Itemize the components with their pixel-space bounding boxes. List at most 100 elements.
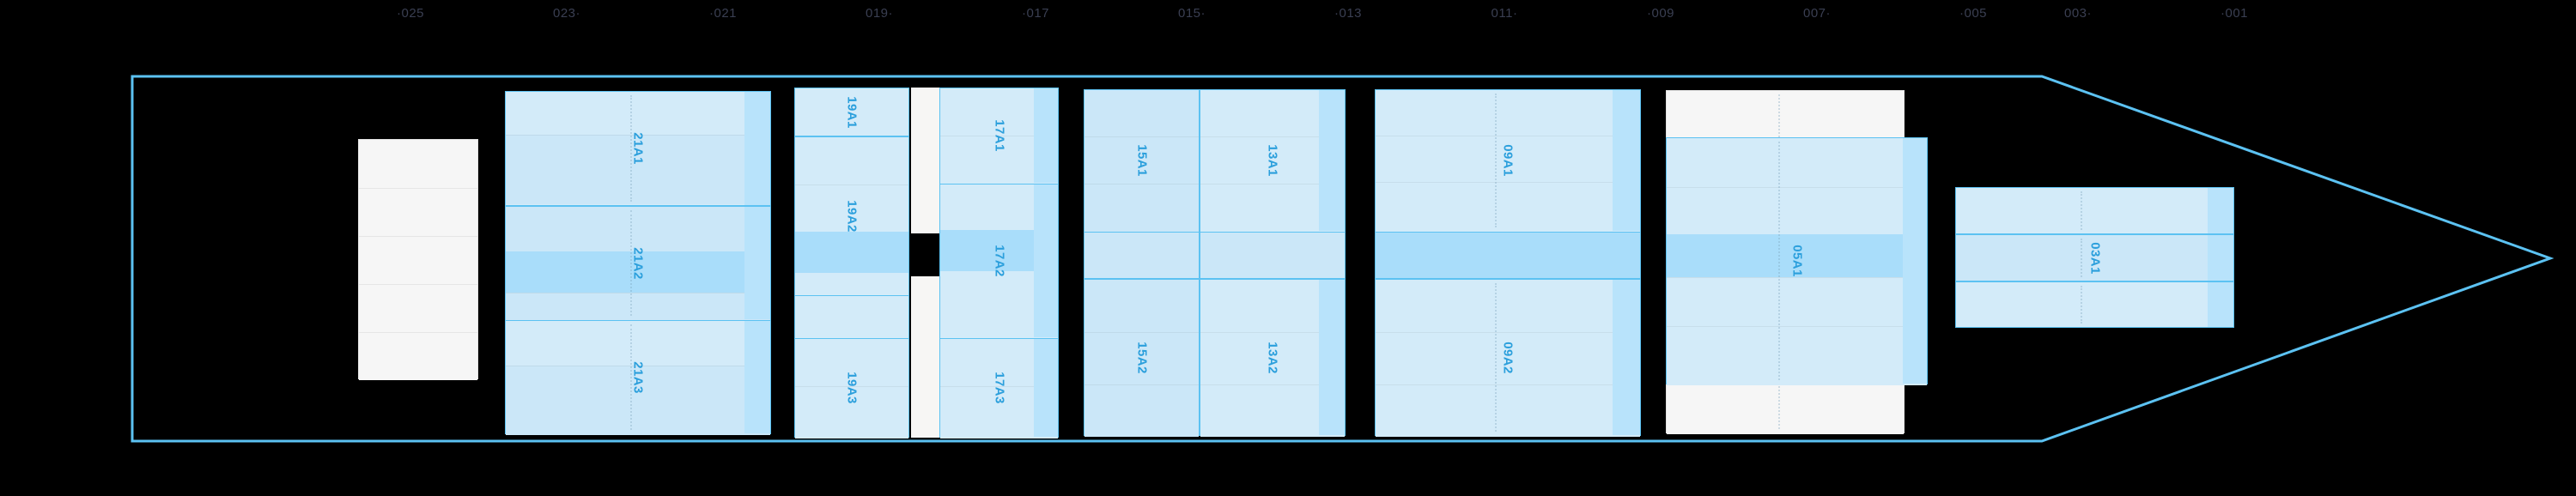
tier-row[interactable] <box>506 251 770 293</box>
stack-centerline <box>629 95 632 202</box>
tier-row[interactable] <box>1376 384 1640 437</box>
tier-row[interactable] <box>795 184 908 232</box>
hull-polygon <box>131 75 2555 443</box>
tier-row[interactable] <box>1376 233 1640 278</box>
tier-row[interactable] <box>1376 182 1640 233</box>
tier-row[interactable] <box>1956 235 2233 281</box>
stack-right-band <box>1319 90 1345 231</box>
bay-group-21[interactable]: 21A1 21A2 21A3 <box>505 91 771 435</box>
stack-03-top[interactable] <box>1955 187 2234 234</box>
tier-row[interactable] <box>795 273 908 296</box>
stack-19A2[interactable]: 19A2 <box>794 136 909 296</box>
tier-row[interactable] <box>506 135 770 204</box>
bay-group-19-17[interactable]: 19A1 19A2 19A3 17A1 <box>794 88 1059 439</box>
bay-tick-009: ·009 <box>1646 6 1675 21</box>
bay-tick-007: 007· <box>1802 6 1832 21</box>
tier-row[interactable] <box>1084 184 1199 233</box>
stack-19A1[interactable]: 19A1 <box>794 88 909 136</box>
tier-row[interactable] <box>1084 332 1199 384</box>
stack-right-band <box>1319 280 1345 435</box>
stack-21A3[interactable]: 21A3 <box>505 320 771 435</box>
tier-row[interactable] <box>1667 277 1927 326</box>
tier-row[interactable] <box>795 88 908 136</box>
stack-03-bot[interactable] <box>1955 281 2234 328</box>
stack-15A2[interactable]: 15A2 <box>1084 279 1200 437</box>
stack-13A2[interactable]: 13A2 <box>1200 279 1346 437</box>
stack-aft-plain[interactable] <box>358 139 478 380</box>
stack-17A3[interactable]: 17A3 <box>939 338 1059 439</box>
stack-17A2[interactable]: 17A2 <box>939 184 1059 339</box>
bay-number-ruler: ·025 023· ·021 019· ·017 015· ·013 011· … <box>0 0 2576 34</box>
tier-row[interactable] <box>795 339 908 386</box>
tier-row[interactable] <box>506 207 770 251</box>
bay-group-09[interactable]: 09A1 09A2 <box>1375 89 1641 437</box>
bay-tick-019: 019· <box>865 6 894 21</box>
tier-row[interactable] <box>1084 384 1199 437</box>
stack-17A1[interactable]: 17A1 <box>939 88 1059 184</box>
tier-row[interactable] <box>359 188 477 236</box>
stack-09A2[interactable]: 09A2 <box>1375 279 1641 437</box>
bay-tick-001: ·001 <box>2220 6 2249 21</box>
stack-body[interactable] <box>358 139 478 380</box>
tier-row[interactable] <box>1376 280 1640 332</box>
stack-03A1[interactable]: 03A1 <box>1955 234 2234 281</box>
stack-19A3[interactable]: 19A3 <box>794 338 909 439</box>
tier-row[interactable] <box>1376 332 1640 384</box>
tier-row[interactable] <box>795 296 908 339</box>
stack-centerline <box>2081 286 2083 324</box>
stack-21A2[interactable]: 21A2 <box>505 206 771 321</box>
stack-centerline <box>1494 94 1497 227</box>
tier-row[interactable] <box>506 321 770 366</box>
tier-row[interactable] <box>1084 136 1199 184</box>
stack-centerline <box>1494 283 1497 432</box>
tier-row[interactable] <box>1667 326 1927 385</box>
tier-row[interactable] <box>506 293 770 321</box>
stack-right-band <box>1034 184 1058 337</box>
bay-group-05[interactable]: 05A1 <box>1666 137 1928 385</box>
tier-row[interactable] <box>1200 233 1345 278</box>
stack-13A1[interactable]: 13A1 <box>1200 89 1346 233</box>
stack-21A1[interactable]: 21A1 <box>505 91 771 206</box>
stack-right-band <box>2208 188 2233 233</box>
tier-row[interactable] <box>1667 234 1927 277</box>
stack-15-mid[interactable] <box>1084 232 1200 279</box>
tier-row[interactable] <box>1084 90 1199 136</box>
stack-right-band <box>1034 88 1058 183</box>
stack-centerline <box>1778 142 1781 380</box>
tier-row[interactable] <box>1667 187 1927 234</box>
bay-tick-003: 003· <box>2063 6 2093 21</box>
tier-row[interactable] <box>359 236 477 284</box>
tier-row[interactable] <box>359 332 477 380</box>
stack-right-band <box>1613 90 1640 231</box>
bay-tick-023: 023· <box>552 6 581 21</box>
stack-13-mid[interactable] <box>1200 232 1346 279</box>
stack-09A1[interactable]: 09A1 <box>1375 89 1641 233</box>
tier-row[interactable] <box>1956 282 2233 327</box>
hatch-cover-block <box>911 233 939 276</box>
tier-row[interactable] <box>506 366 770 435</box>
tier-row[interactable] <box>1376 90 1640 136</box>
stack-05A1[interactable]: 05A1 <box>1666 137 1928 385</box>
stack-15A1[interactable]: 15A1 <box>1084 89 1200 233</box>
bay-group-15-13[interactable]: 15A1 15A2 13A1 13A2 <box>1084 89 1346 437</box>
bay-tick-025: ·025 <box>396 6 425 21</box>
tier-row[interactable] <box>359 284 477 332</box>
bay-group-03[interactable]: 03A1 <box>1955 187 2234 328</box>
stack-right-band <box>744 92 770 205</box>
tier-row[interactable] <box>1376 136 1640 182</box>
tier-row[interactable] <box>795 232 908 273</box>
tier-row[interactable] <box>506 92 770 135</box>
tier-row[interactable] <box>1667 91 1904 138</box>
bay-tick-021: ·021 <box>708 6 738 21</box>
stack-right-band <box>1034 339 1058 437</box>
stack-09-mid[interactable] <box>1375 232 1641 279</box>
tier-row[interactable] <box>1667 138 1927 187</box>
tier-row[interactable] <box>1084 280 1199 332</box>
tier-row[interactable] <box>795 386 908 439</box>
tier-row[interactable] <box>795 137 908 184</box>
tier-row[interactable] <box>1956 188 2233 233</box>
tier-row[interactable] <box>1084 233 1199 278</box>
tier-row[interactable] <box>359 140 477 188</box>
